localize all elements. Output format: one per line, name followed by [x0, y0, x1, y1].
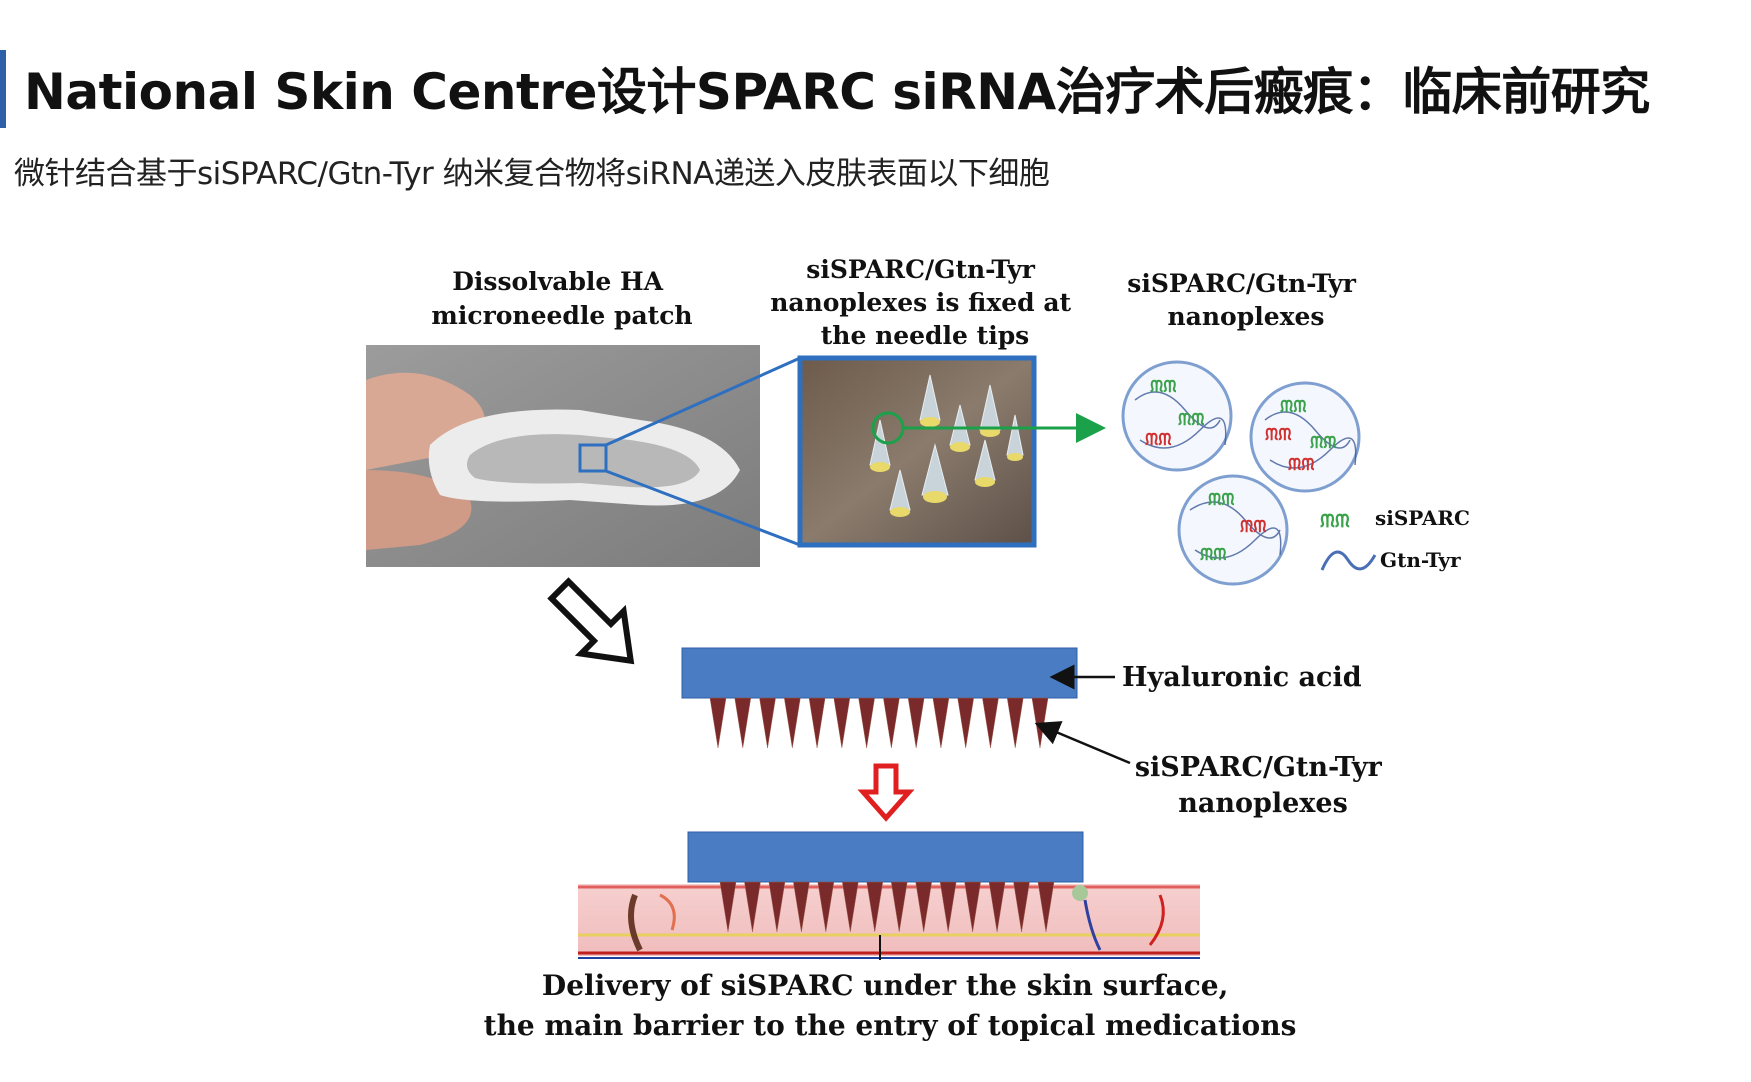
patch-photo: [366, 345, 760, 567]
microneedle: [1037, 881, 1055, 933]
microneedle: [768, 881, 786, 933]
microneedle: [932, 697, 950, 749]
microneedle: [915, 881, 932, 933]
svg-text:ᙏᙏ: ᙏᙏ: [1208, 490, 1234, 509]
microneedle: [939, 881, 957, 933]
svg-text:ᙏᙏ: ᙏᙏ: [1178, 410, 1204, 429]
figure-caption: Delivery of siSPARC under the skin surfa…: [484, 969, 1297, 1042]
microneedle: [817, 881, 835, 933]
svg-text:ᙏᙏ: ᙏᙏ: [1145, 430, 1171, 449]
sirna-marks: ᙏᙏ ᙏᙏ ᙏᙏ ᙏᙏ ᙏᙏ ᙏᙏ ᙏᙏ ᙏᙏ ᙏᙏ ᙏᙏ: [1145, 377, 1336, 564]
svg-text:ᙏᙏ: ᙏᙏ: [1288, 455, 1314, 474]
ha-label: Hyaluronic acid: [1122, 662, 1362, 693]
svg-text:ᙏᙏ: ᙏᙏ: [1240, 517, 1266, 536]
legend: ᙏᙏ siSPARC Gtn-Tyr: [1320, 506, 1470, 572]
needle-label: siSPARC/Gtn-Tyr nanoplexes: [1135, 752, 1391, 819]
page-subtitle: 微针结合基于siSPARC/Gtn-Tyr 纳米复合物将siRNA递送入皮肤表面…: [14, 156, 1050, 192]
microneedle: [808, 697, 826, 749]
microneedle: [1031, 697, 1049, 749]
microneedle: [709, 697, 727, 749]
microneedle: [883, 697, 900, 749]
microneedle: [842, 881, 859, 933]
microneedle: [784, 697, 801, 749]
microneedle: [734, 697, 752, 749]
skin-cross-section: [578, 831, 1200, 960]
process-arrow: [547, 577, 635, 665]
microneedle: [866, 881, 884, 933]
needle-pointer: [1034, 721, 1131, 765]
title-accent-bar: [0, 50, 6, 128]
svg-text:ᙏᙏ: ᙏᙏ: [1280, 397, 1306, 416]
nanoplex-label: siSPARC/Gtn-Tyr nanoplexes: [1127, 269, 1364, 331]
svg-text:ᙏᙏ: ᙏᙏ: [1150, 377, 1176, 396]
microneedle: [907, 697, 925, 749]
microneedle: [957, 697, 974, 749]
microneedle: [964, 881, 981, 933]
microneedle: [1006, 697, 1024, 749]
legend-gtn-tyr: Gtn-Tyr: [1380, 548, 1461, 572]
patch-label: Dissolvable HA microneedle patch: [431, 267, 692, 330]
legend-sisparc: siSPARC: [1375, 506, 1470, 530]
microneedle: [759, 697, 776, 749]
microneedle: [858, 697, 875, 749]
microneedle: [890, 881, 908, 933]
microneedle: [988, 881, 1006, 933]
sisparc-legend-icon: ᙏᙏ: [1320, 511, 1350, 532]
microneedle: [744, 881, 761, 933]
svg-text:ᙏᙏ: ᙏᙏ: [1310, 433, 1336, 452]
needle-tips-photo: [797, 355, 1037, 548]
microneedle-schematic: [681, 647, 1078, 749]
microneedle: [793, 881, 810, 933]
microneedle: [833, 697, 851, 749]
page-title: National Skin Centre设计SPARC siRNA治疗术后瘢痕：…: [24, 63, 1650, 121]
insertion-arrow: [857, 763, 915, 822]
microneedle: [1013, 881, 1030, 933]
svg-text:ᙏᙏ: ᙏᙏ: [1200, 545, 1226, 564]
microneedle: [982, 697, 999, 749]
microneedle: [719, 881, 737, 933]
gtn-tyr-legend-icon: [1320, 550, 1377, 571]
tips-label: siSPARC/Gtn-Tyr nanoplexes is fixed at t…: [770, 255, 1080, 350]
svg-text:ᙏᙏ: ᙏᙏ: [1265, 425, 1291, 444]
